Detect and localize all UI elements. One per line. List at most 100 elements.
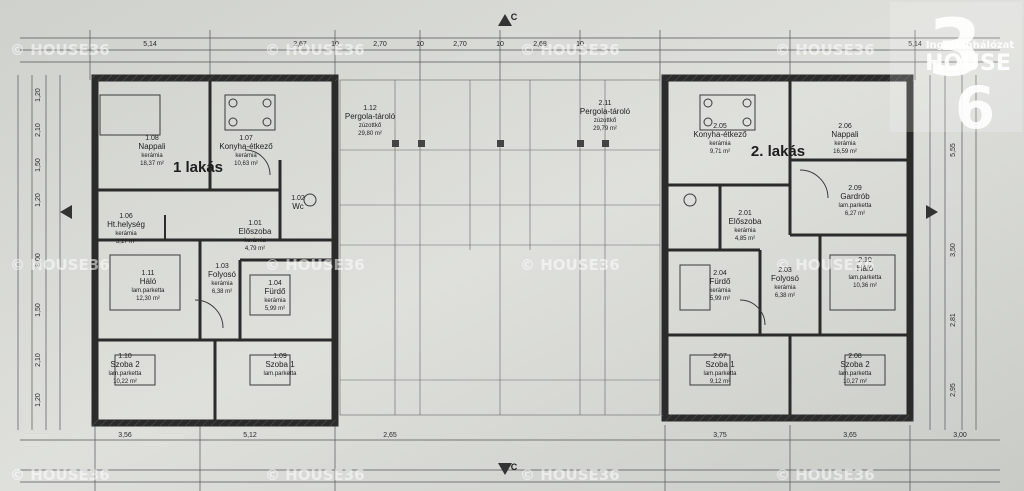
unit2-room-area: 9,12 m² — [710, 379, 730, 385]
unit1-room-floor: kerámia — [235, 153, 257, 159]
pergola-grid — [339, 79, 661, 416]
unit2-room-floor: kerámia — [709, 141, 731, 147]
unit2-room-floor: lam.parketta — [848, 275, 882, 281]
watermark-text: © HOUSE36 — [520, 466, 620, 484]
unit2-room-floor: lam.parketta — [838, 203, 872, 209]
dimension-bottom: 5,12 — [243, 432, 257, 439]
unit1-room-number: 1.07 — [239, 135, 253, 142]
unit2-room-number: 2.01 — [738, 210, 752, 217]
dimension-left: 1,50 — [35, 158, 42, 172]
unit2-room-number: 2.05 — [713, 123, 727, 130]
dimension-top: 2,70 — [373, 41, 387, 48]
brand-logo-background — [890, 2, 1022, 132]
watermark-text: © HOUSE36 — [520, 256, 620, 274]
watermark-text: © HOUSE36 — [775, 41, 875, 59]
unit1-room-area: 5,99 m² — [265, 306, 285, 312]
unit2-room-number: 2.11 — [598, 100, 611, 107]
dimension-top: 5,14 — [143, 41, 157, 48]
unit2-room-floor: kerámia — [774, 285, 796, 291]
bottom-dimension-lines — [20, 425, 1000, 491]
dimension-left: 1,20 — [35, 393, 42, 407]
unit1-room-number: 1.09 — [273, 353, 287, 360]
unit1-room-floor: lam.parketta — [108, 371, 142, 377]
unit1-room-floor: zúzottkő — [359, 123, 382, 129]
unit1-room-name: Szoba 1 — [265, 360, 295, 369]
unit1-room-number: 1.01 — [248, 220, 262, 227]
unit1-room-name: Fürdő — [265, 287, 286, 296]
dimension-left: 3,00 — [35, 253, 42, 267]
watermark-text: © HOUSE36 — [265, 466, 365, 484]
unit2-room-name: Háló — [857, 264, 874, 273]
unit1-room-name: Előszoba — [239, 227, 272, 236]
dimension-top: 10 — [416, 41, 424, 48]
unit2-room-floor: kerámia — [834, 141, 856, 147]
unit2-wall-hatch — [662, 75, 913, 421]
unit2-room-name: Előszoba — [729, 217, 762, 226]
unit2-room-name: Szoba 2 — [840, 360, 870, 369]
dimension-left: 1,50 — [35, 303, 42, 317]
unit1-room-area: 10,22 m² — [113, 379, 137, 385]
unit1-furniture — [99, 94, 317, 386]
watermark-text: © HOUSE36 — [10, 256, 110, 274]
unit2-room-number: 2.07 — [713, 353, 727, 360]
unit1-room-name: Ht.helység — [107, 220, 145, 229]
brand-name: HOUSE — [925, 51, 1011, 76]
unit1-room-name: Szoba 2 — [110, 360, 140, 369]
unit1-room-number: 1.11 — [141, 270, 154, 277]
unit1-room-number: 1.04 — [268, 280, 282, 287]
unit1-room-number: 1.02 — [291, 195, 305, 202]
watermark-text: © HOUSE36 — [265, 256, 365, 274]
dimension-bottom: 3,00 — [953, 432, 967, 439]
unit1-room-number: 1.03 — [215, 263, 229, 270]
unit1-room-area: 29,80 m² — [358, 131, 382, 137]
unit2-room-floor: kerámia — [734, 228, 756, 234]
dimension-bottom: 2,65 — [383, 432, 397, 439]
brand-tagline: Ingatlanhálózat — [926, 39, 1015, 51]
unit1-room-name: Háló — [140, 277, 157, 286]
unit2-room-name: Fürdő — [710, 277, 731, 286]
unit1-room-floor: lam.parketta — [131, 288, 165, 294]
unit1-room-name: Nappali — [138, 142, 165, 151]
unit2-room-area: 6,27 m² — [845, 211, 865, 217]
unit2-room-number: 2.04 — [713, 270, 727, 277]
watermark-text: © HOUSE36 — [520, 41, 620, 59]
unit1-room-name: Konyha-étkező — [219, 142, 273, 151]
pergola-posts — [392, 140, 609, 147]
dimension-right: 5,55 — [950, 143, 957, 157]
unit2-room-name: Gardrób — [840, 192, 870, 201]
dimension-top: 10 — [496, 41, 504, 48]
unit2-room-number: 2.10 — [858, 257, 872, 264]
top-dimension-lines — [20, 30, 1000, 80]
unit2-room-area: 10,36 m² — [853, 283, 877, 289]
unit1-room-name: Pergola-tároló — [345, 112, 396, 121]
unit2-room-floor: zúzottkő — [594, 118, 617, 124]
dimension-bottom: 3,75 — [713, 432, 727, 439]
unit2-room-floor: lam.parketta — [838, 371, 872, 377]
unit1-room-number: 1.08 — [145, 135, 159, 142]
unit2-room-floor: lam.parketta — [703, 371, 737, 377]
unit2-room-floor: kerámia — [709, 288, 731, 294]
unit1-room-floor: lam.parketta — [263, 371, 297, 377]
unit2-room-number: 2.08 — [848, 353, 862, 360]
unit2-room-area: 29,79 m² — [593, 126, 617, 132]
unit1-room-number: 1.12 — [363, 105, 377, 112]
unit2-room-name: Nappali — [831, 130, 858, 139]
watermark-text: © HOUSE36 — [10, 466, 110, 484]
unit1-room-area: 4,79 m² — [245, 246, 265, 252]
dimension-right: 3,50 — [950, 243, 957, 257]
watermark-text: © HOUSE36 — [265, 41, 365, 59]
brand-digit-3: 3 — [928, 4, 982, 94]
dimension-top: 2,68 — [533, 41, 547, 48]
unit2-room-area: 16,59 m² — [833, 149, 857, 155]
unit1-room-area: 3,17 m² — [116, 239, 136, 245]
unit2-room-name: Folyosó — [771, 274, 800, 283]
dimension-bottom: 3,56 — [118, 432, 132, 439]
unit1-room-floor: kerámia — [115, 231, 137, 237]
side-dimension-lines — [17, 75, 977, 430]
unit2-room-number: 2.06 — [838, 123, 852, 130]
